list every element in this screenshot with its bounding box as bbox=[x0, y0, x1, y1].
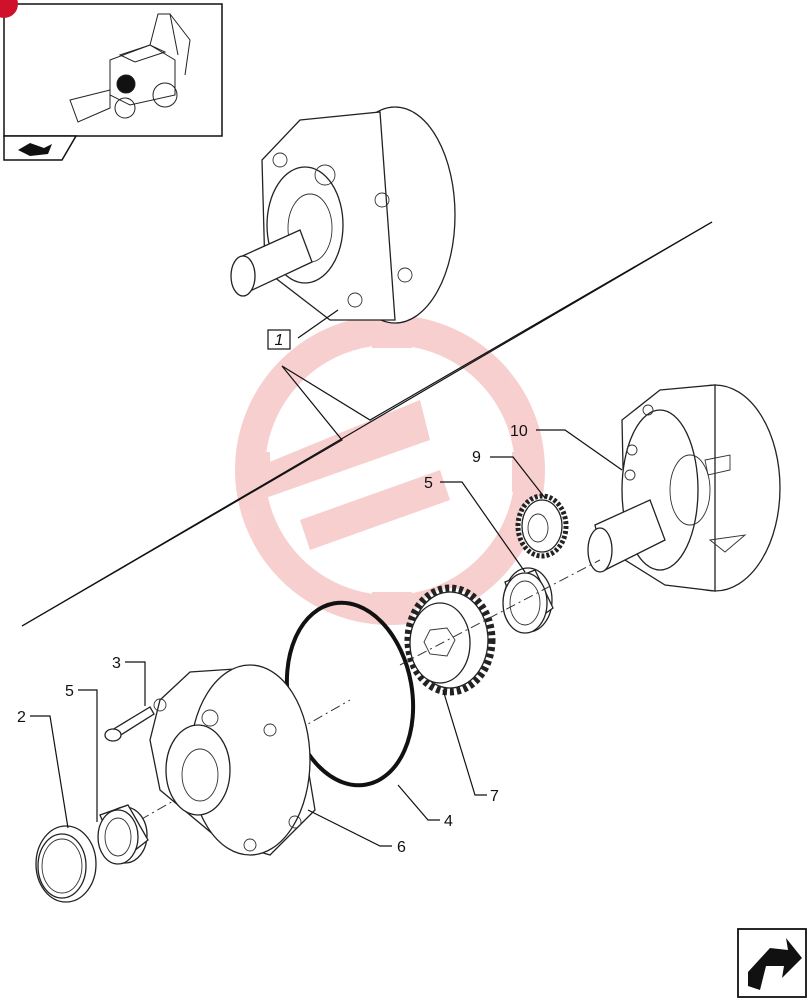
callout-6[interactable]: 6 bbox=[397, 839, 406, 856]
callout-4[interactable]: 4 bbox=[444, 813, 453, 830]
backhoe-loader-thumbnail bbox=[69, 13, 191, 123]
shim-ring-drawing bbox=[35, 825, 97, 903]
bushing-left-drawing bbox=[97, 804, 149, 865]
next-page-arrow-icon[interactable] bbox=[737, 928, 807, 998]
callout-5-left[interactable]: 5 bbox=[65, 683, 74, 700]
callout-10[interactable]: 10 bbox=[510, 423, 528, 440]
callout-9[interactable]: 9 bbox=[472, 449, 481, 466]
leader-lines bbox=[30, 429, 623, 847]
callout-1[interactable]: 1 bbox=[267, 329, 291, 350]
bolt-drawing bbox=[104, 706, 155, 742]
inner-gear-drawing bbox=[515, 493, 569, 559]
pump-cover-drawing bbox=[149, 664, 316, 856]
callout-3[interactable]: 3 bbox=[112, 655, 121, 672]
callout-1-text: 1 bbox=[275, 332, 284, 349]
callout-2[interactable]: 2 bbox=[17, 709, 26, 726]
callout-5-right[interactable]: 5 bbox=[424, 475, 433, 492]
assembled-pump-drawing bbox=[230, 106, 456, 339]
bushing-right-drawing bbox=[502, 567, 554, 634]
thumbnail-panel[interactable] bbox=[0, 0, 223, 161]
watermark-logo bbox=[235, 315, 545, 625]
book-arrow-icon[interactable] bbox=[18, 143, 52, 156]
red-circle-badge bbox=[0, 0, 18, 18]
callout-7[interactable]: 7 bbox=[490, 788, 499, 805]
outer-gear-drawing bbox=[404, 584, 496, 696]
pump-body-drawing bbox=[587, 384, 781, 592]
